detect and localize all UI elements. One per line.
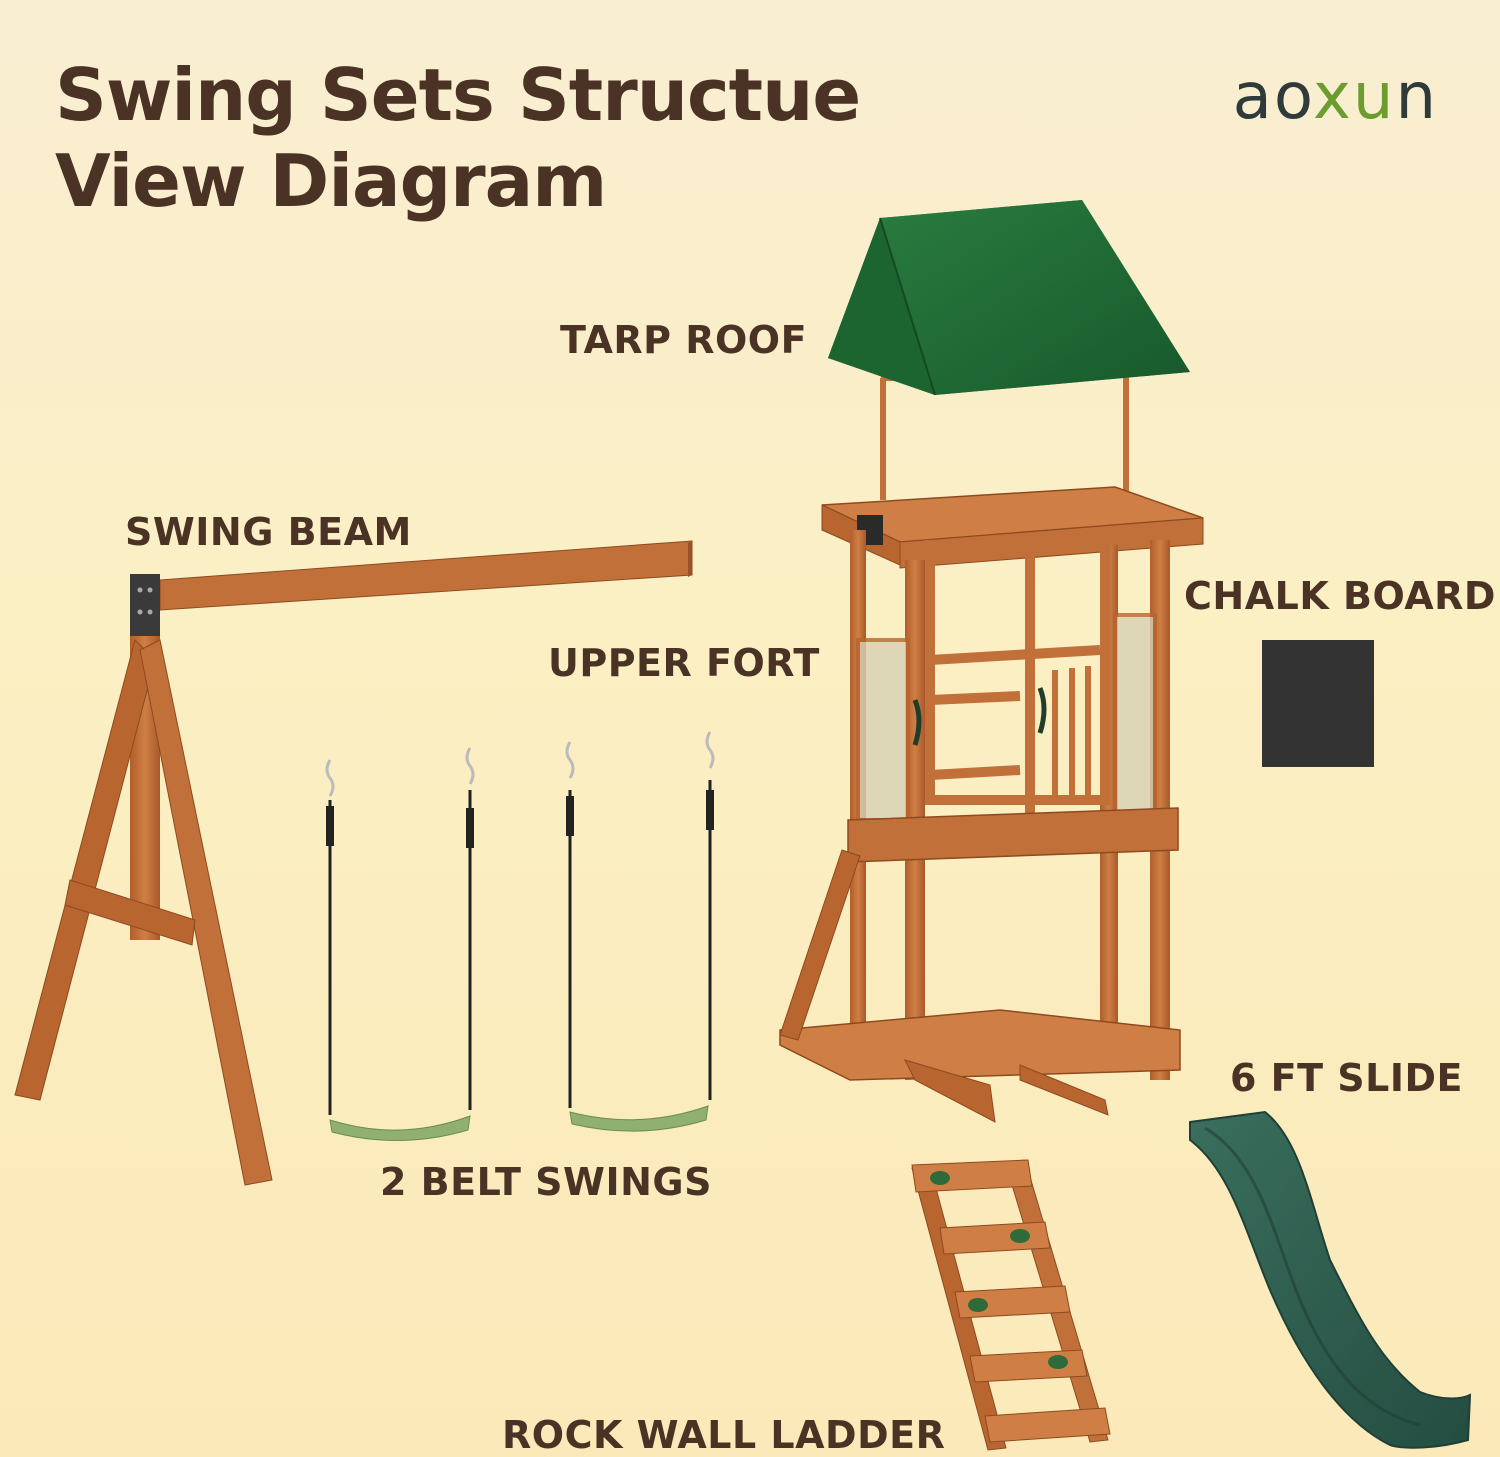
slide-6ft xyxy=(1189,1110,1472,1449)
tarp-roof xyxy=(828,200,1190,500)
logo-part-a: ao xyxy=(1232,60,1313,134)
beam-bracket xyxy=(130,574,160,636)
upper-fort xyxy=(779,486,1204,1123)
chalk-board-panel xyxy=(1262,640,1374,767)
label-rock-wall-ladder: ROCK WALL LADDER xyxy=(502,1413,946,1457)
label-tarp-roof: TARP ROOF xyxy=(560,318,808,362)
brand-logo: aoxun xyxy=(1233,60,1438,134)
logo-part-c: n xyxy=(1395,60,1438,134)
a-frame-crossbar xyxy=(64,879,196,946)
label-upper-fort: UPPER FORT xyxy=(548,641,820,685)
diagram-title: Swing Sets Structue View Diagram xyxy=(55,52,861,224)
belt-swing-2 xyxy=(565,731,715,1132)
a-frame-right-leg xyxy=(139,639,273,1186)
belt-swing-1 xyxy=(325,747,475,1141)
label-slide: 6 FT SLIDE xyxy=(1230,1056,1463,1100)
swing-beam-assembly xyxy=(14,540,693,1186)
swing-seat-1 xyxy=(329,1115,471,1141)
rock-wall-ladder xyxy=(911,1159,1111,1451)
swing-beam-end xyxy=(688,541,692,577)
label-swing-beam: SWING BEAM xyxy=(125,510,412,554)
label-belt-swings: 2 BELT SWINGS xyxy=(380,1160,712,1204)
title-line-2: View Diagram xyxy=(55,139,607,223)
title-line-1: Swing Sets Structue xyxy=(55,53,861,137)
logo-part-b: xu xyxy=(1313,60,1396,134)
label-chalk-board: CHALK BOARD xyxy=(1184,574,1496,618)
swing-seat-2 xyxy=(569,1105,709,1132)
